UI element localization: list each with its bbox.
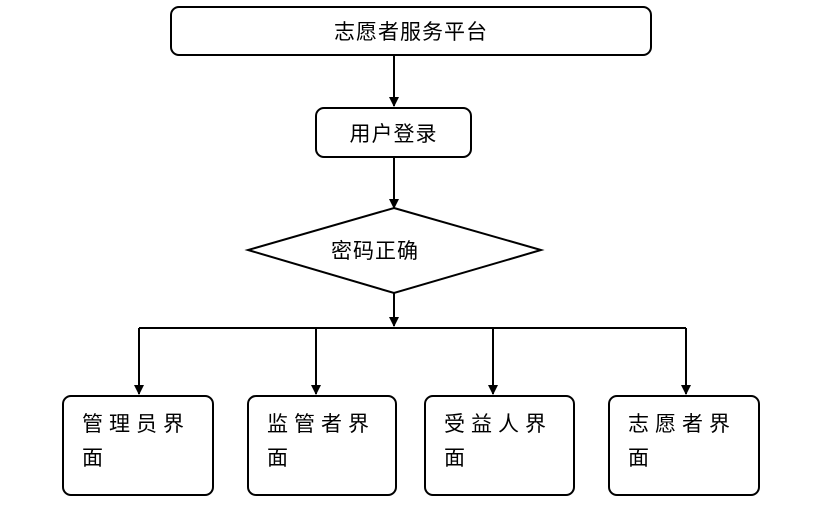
volunteer-interface-line2: 面 [628,446,655,470]
volunteer-interface-line1: 志愿者界 [628,412,736,436]
admin-interface-line2: 面 [82,446,109,470]
decision-label: 密码正确 [331,239,419,263]
beneficiary-interface-line2: 面 [444,446,471,470]
admin-interface-box: 管理员界 面 [62,395,214,496]
user-login-label: 用户登录 [349,121,438,146]
beneficiary-interface-line1: 受益人界 [444,412,552,436]
platform-title-box: 志愿者服务平台 [170,6,652,56]
platform-title: 志愿者服务平台 [334,20,488,44]
user-login-box: 用户登录 [315,107,472,158]
supervisor-interface-line2: 面 [267,446,294,470]
volunteer-interface-box: 志愿者界 面 [608,395,760,496]
admin-interface-line1: 管理员界 [82,412,190,436]
supervisor-interface-box: 监管者界 面 [247,395,397,496]
supervisor-interface-line1: 监管者界 [267,412,375,436]
beneficiary-interface-box: 受益人界 面 [424,395,575,496]
